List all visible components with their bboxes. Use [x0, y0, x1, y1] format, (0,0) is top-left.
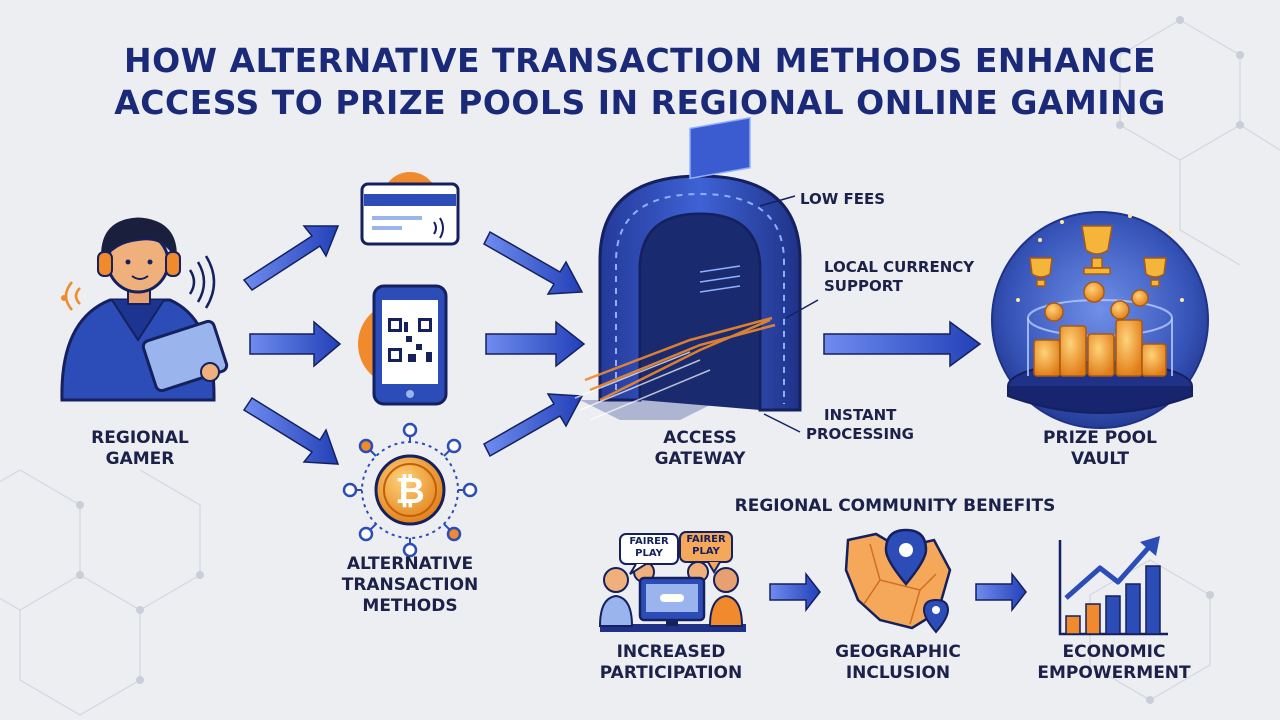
growth-chart-illustration — [1058, 536, 1168, 636]
feature-instant-processing: INSTANT PROCESSING — [806, 406, 914, 444]
inclusion-label-line-2: INCLUSION — [845, 663, 951, 683]
gateway-to-vault-arrow — [823, 320, 982, 368]
participation-illustration — [598, 531, 746, 632]
speech-bubble-2-text: FAIRER PLAY — [686, 534, 726, 557]
gamer-to-methods-arrows — [242, 225, 342, 465]
card-icon — [360, 172, 460, 246]
participation-label-line-1: INCREASED — [616, 642, 726, 662]
feature-instant-line-2: PROCESSING — [806, 425, 914, 443]
gamer-label: REGIONAL GAMER — [70, 428, 210, 470]
speech-bubble-1-text: FAIRER PLAY — [629, 536, 669, 559]
gamer-label-line-1: REGIONAL — [91, 428, 189, 448]
feature-local-currency-line-2: SUPPORT — [824, 277, 903, 295]
methods-label-line-3: METHODS — [362, 596, 458, 616]
speech-bubble-1: FAIRER PLAY — [622, 536, 676, 560]
vault-illustration — [991, 211, 1209, 429]
gateway-label-line-1: ACCESS — [663, 428, 737, 448]
gamer-illustration — [60, 217, 229, 402]
vault-label-line-2: VAULT — [1070, 449, 1130, 469]
methods-label-line-2: TRANSACTION — [341, 575, 479, 595]
vault-label-line-1: PRIZE POOL — [1043, 428, 1157, 448]
participation-label: INCREASED PARTICIPATION — [586, 642, 756, 684]
vault-label: PRIZE POOL VAULT — [1020, 428, 1180, 470]
empowerment-label-line-1: ECONOMIC — [1062, 642, 1166, 662]
svg-text:₿: ₿ — [395, 471, 424, 512]
participation-to-inclusion-arrow — [769, 571, 821, 613]
inclusion-to-empowerment-arrow — [975, 571, 1027, 613]
methods-label-line-1: ALTERNATIVE — [346, 554, 474, 574]
participation-label-line-2: PARTICIPATION — [599, 663, 743, 683]
inclusion-label: GEOGRAPHIC INCLUSION — [818, 642, 978, 684]
feature-low-fees-text: LOW FEES — [800, 190, 886, 208]
bitcoin-network-icon: ₿ — [342, 422, 478, 558]
feature-local-currency: LOCAL CURRENCY SUPPORT — [824, 258, 974, 296]
gateway-label: ACCESS GATEWAY — [630, 428, 770, 470]
empowerment-label: ECONOMIC EMPOWERMENT — [1024, 642, 1204, 684]
methods-to-gateway-arrows — [483, 230, 586, 458]
speech-bubble-2: FAIRER PLAY — [682, 534, 730, 558]
feature-local-currency-line-1: LOCAL CURRENCY — [824, 258, 975, 276]
title-line-2: ACCESS TO PRIZE POOLS IN REGIONAL ONLINE… — [114, 83, 1166, 122]
methods-label: ALTERNATIVE TRANSACTION METHODS — [320, 554, 500, 617]
gateway-callouts — [759, 195, 819, 433]
feature-instant-line-1: INSTANT — [824, 406, 897, 424]
feature-low-fees: LOW FEES — [800, 190, 885, 209]
benefits-section-title: REGIONAL COMMUNITY BENEFITS — [734, 496, 1056, 516]
gateway-label-line-2: GATEWAY — [654, 449, 746, 469]
gateway-illustration — [574, 116, 802, 421]
title-line-1: HOW ALTERNATIVE TRANSACTION METHODS ENHA… — [123, 41, 1157, 80]
inclusion-label-line-1: GEOGRAPHIC — [835, 642, 961, 662]
qr-phone-icon — [358, 284, 448, 406]
map-pin-illustration — [844, 528, 952, 634]
page-title: HOW ALTERNATIVE TRANSACTION METHODS ENHA… — [0, 40, 1280, 124]
empowerment-label-line-2: EMPOWERMENT — [1037, 663, 1191, 683]
gamer-label-line-2: GAMER — [105, 449, 175, 469]
